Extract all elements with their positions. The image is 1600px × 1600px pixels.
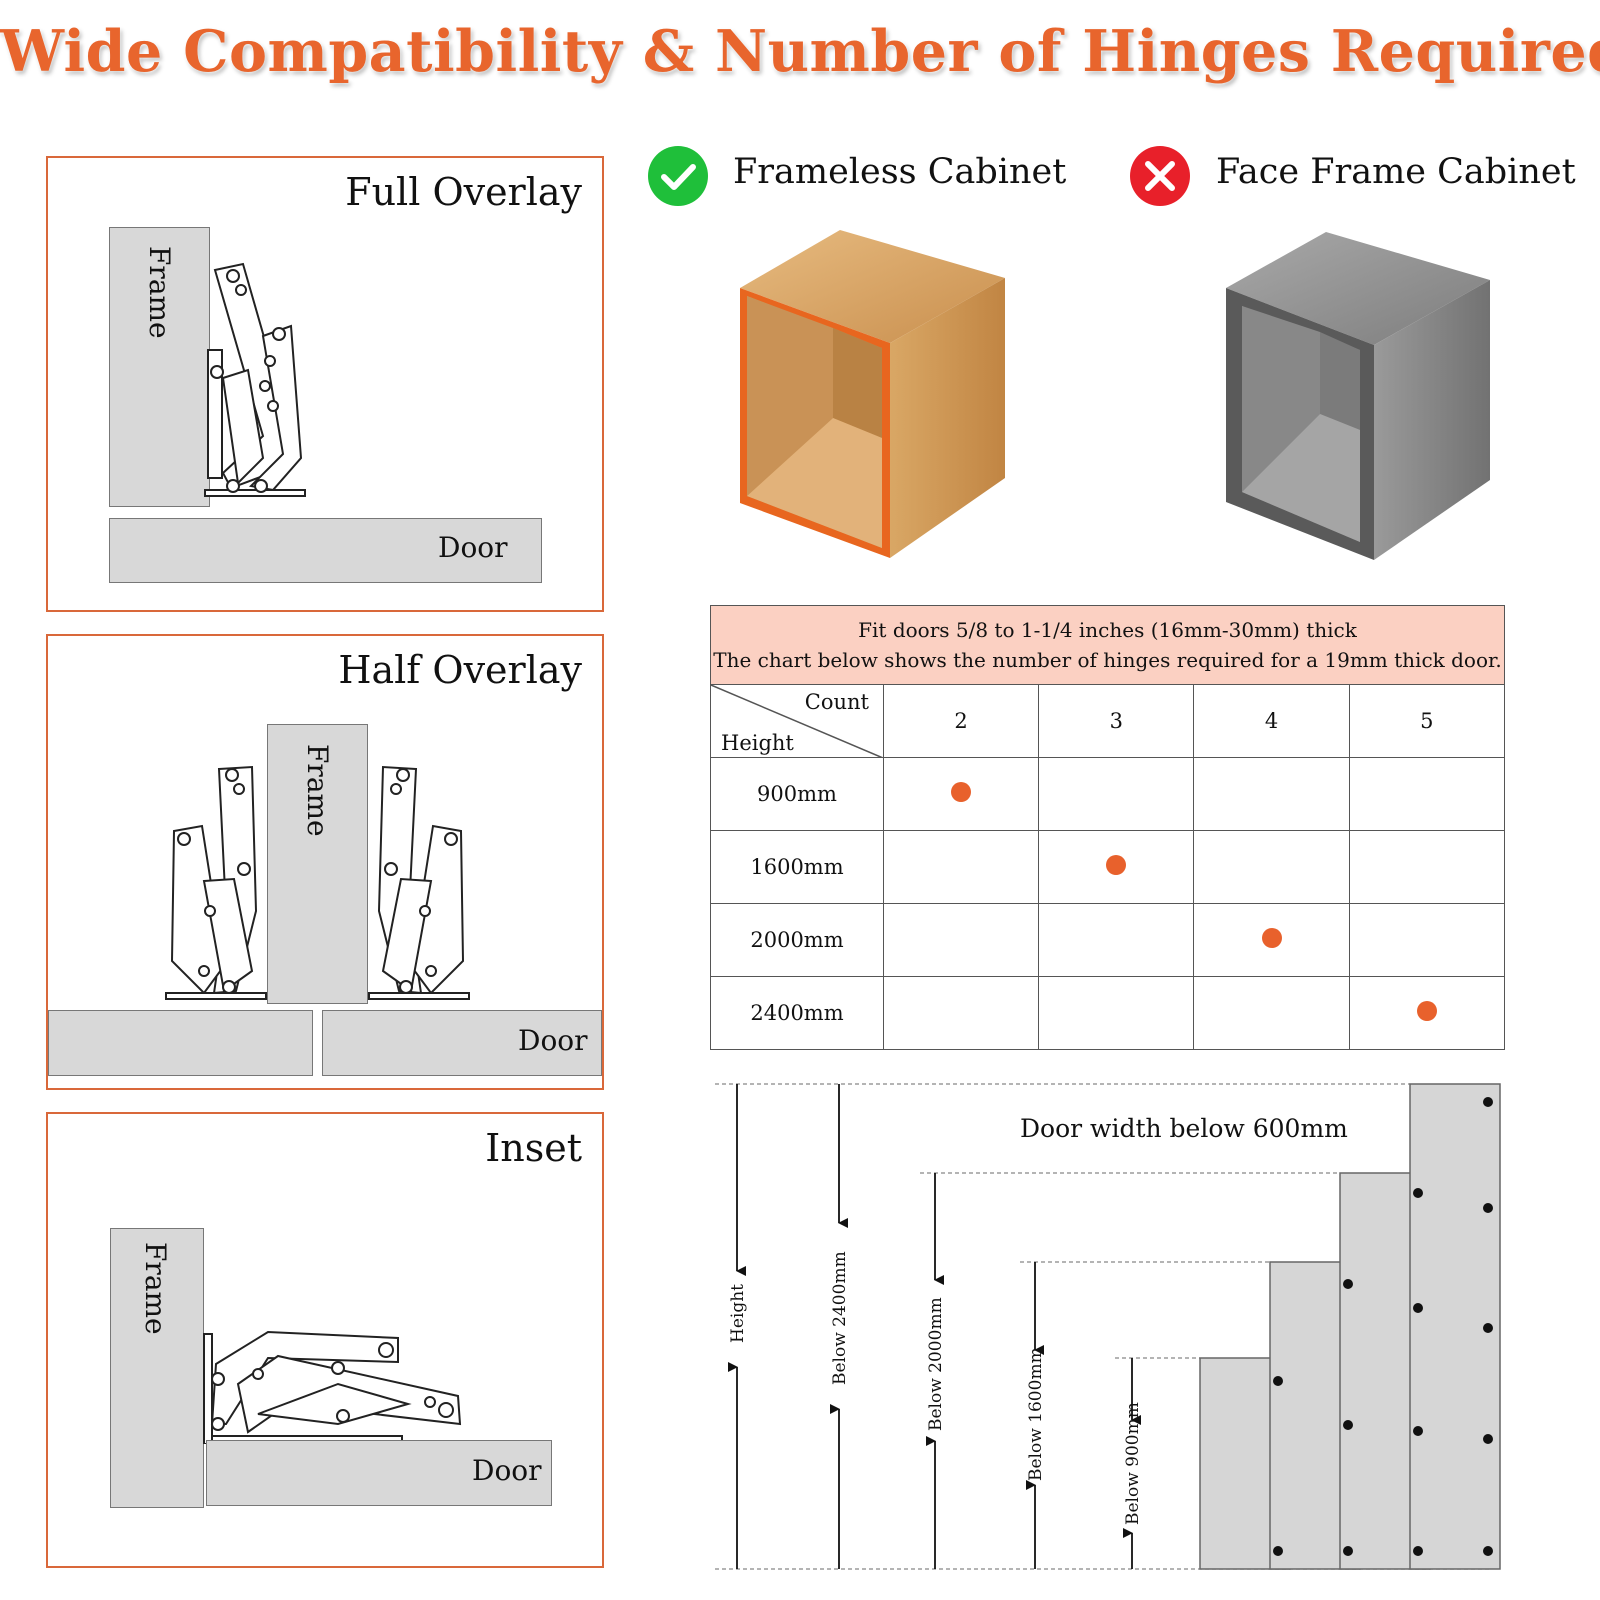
table-row: 2400mm [710,976,1506,1050]
frame-block [109,227,210,507]
face-frame-cabinet-image [1226,232,1490,560]
table-row: 900mm [710,757,1506,831]
marker-cell [1348,976,1506,1050]
count-header-3: 3 [1038,684,1195,758]
empty-cell [882,903,1040,977]
door-width-label: Door width below 600mm [1020,1114,1348,1143]
check-icon [648,146,708,206]
table-row: 2000mm [710,903,1506,977]
below-900-label: Below 900mm [1123,1402,1143,1525]
height-cell: 1600mm [710,830,884,904]
door-label: Door [472,1454,542,1487]
frameless-cabinet-image [740,230,1005,558]
hinge-count-table: Fit doors 5/8 to 1-1/4 inches (16mm-30mm… [710,605,1506,1050]
below-2400-label: Below 2400mm [830,1251,850,1385]
empty-cell [1038,757,1195,831]
page-title: Wide Compatibility & Number of Hinges Re… [0,18,1600,85]
empty-cell [882,830,1040,904]
frameless-cabinet-label: Frameless Cabinet [733,152,1067,192]
count-header-5: 5 [1348,684,1506,758]
frame-label: Frame [301,744,334,837]
hinge-illustration [204,262,306,497]
hinge-illustration-right [368,765,470,1000]
hinge-illustration-left [165,765,267,1000]
height-cell: 2400mm [710,976,884,1050]
empty-cell [1348,830,1506,904]
half-overlay-panel: Half Overlay Frame Door [46,634,604,1090]
corner-diagonal [711,685,883,758]
door-label: Door [438,531,508,564]
count-header-2: 2 [882,684,1040,758]
frame-block [110,1228,204,1508]
hinge-count-marker [1106,854,1127,875]
hinge-count-marker [951,781,972,802]
door-label: Door [518,1024,588,1057]
full-overlay-panel: Full Overlay Frame Door [46,156,604,612]
marker-cell [1038,830,1195,904]
marker-cell [882,757,1040,831]
empty-cell [882,976,1040,1050]
door-block-right [322,1010,602,1076]
height-cell: 900mm [710,757,884,831]
panel-label: Full Overlay [345,170,582,214]
panel-label: Half Overlay [338,648,582,692]
cross-icon [1130,146,1190,206]
empty-cell [1193,757,1350,831]
door-block [109,518,542,583]
corner-count-label: Count [804,690,869,714]
below-2000-label: Below 2000mm [926,1297,946,1431]
table-row: 1600mm [710,830,1506,904]
below-1600-label: Below 1600mm [1026,1347,1046,1481]
frame-block [267,724,368,1004]
face-frame-cabinet-label: Face Frame Cabinet [1216,152,1576,192]
door-block [206,1440,552,1506]
height-cell: 2000mm [710,903,884,977]
frame-label: Frame [139,1242,172,1335]
empty-cell [1348,757,1506,831]
empty-cell [1193,830,1350,904]
empty-cell [1038,903,1195,977]
empty-cell [1193,976,1350,1050]
inset-panel: Inset Frame Door [46,1112,604,1568]
empty-cell [1348,903,1506,977]
height-arrow-label: Height [728,1284,748,1343]
hinge-count-marker [1416,1000,1437,1021]
hinge-illustration [203,1330,462,1444]
door-height-diagram: Door width below 600mm Height Below 2400… [715,1083,1501,1570]
panel-label: Inset [485,1126,582,1170]
count-header-4: 4 [1193,684,1350,758]
frame-label: Frame [143,246,176,339]
hinge-count-marker [1261,927,1282,948]
table-corner-cell: Count Height [710,684,884,758]
marker-cell [1193,903,1350,977]
door-block-left [48,1010,313,1076]
table-note-line1: Fit doors 5/8 to 1-1/4 inches (16mm-30mm… [858,618,1357,642]
empty-cell [1038,976,1195,1050]
corner-height-label: Height [721,731,794,755]
table-note-line2: The chart below shows the number of hing… [713,648,1502,672]
table-note: Fit doors 5/8 to 1-1/4 inches (16mm-30mm… [710,605,1505,685]
